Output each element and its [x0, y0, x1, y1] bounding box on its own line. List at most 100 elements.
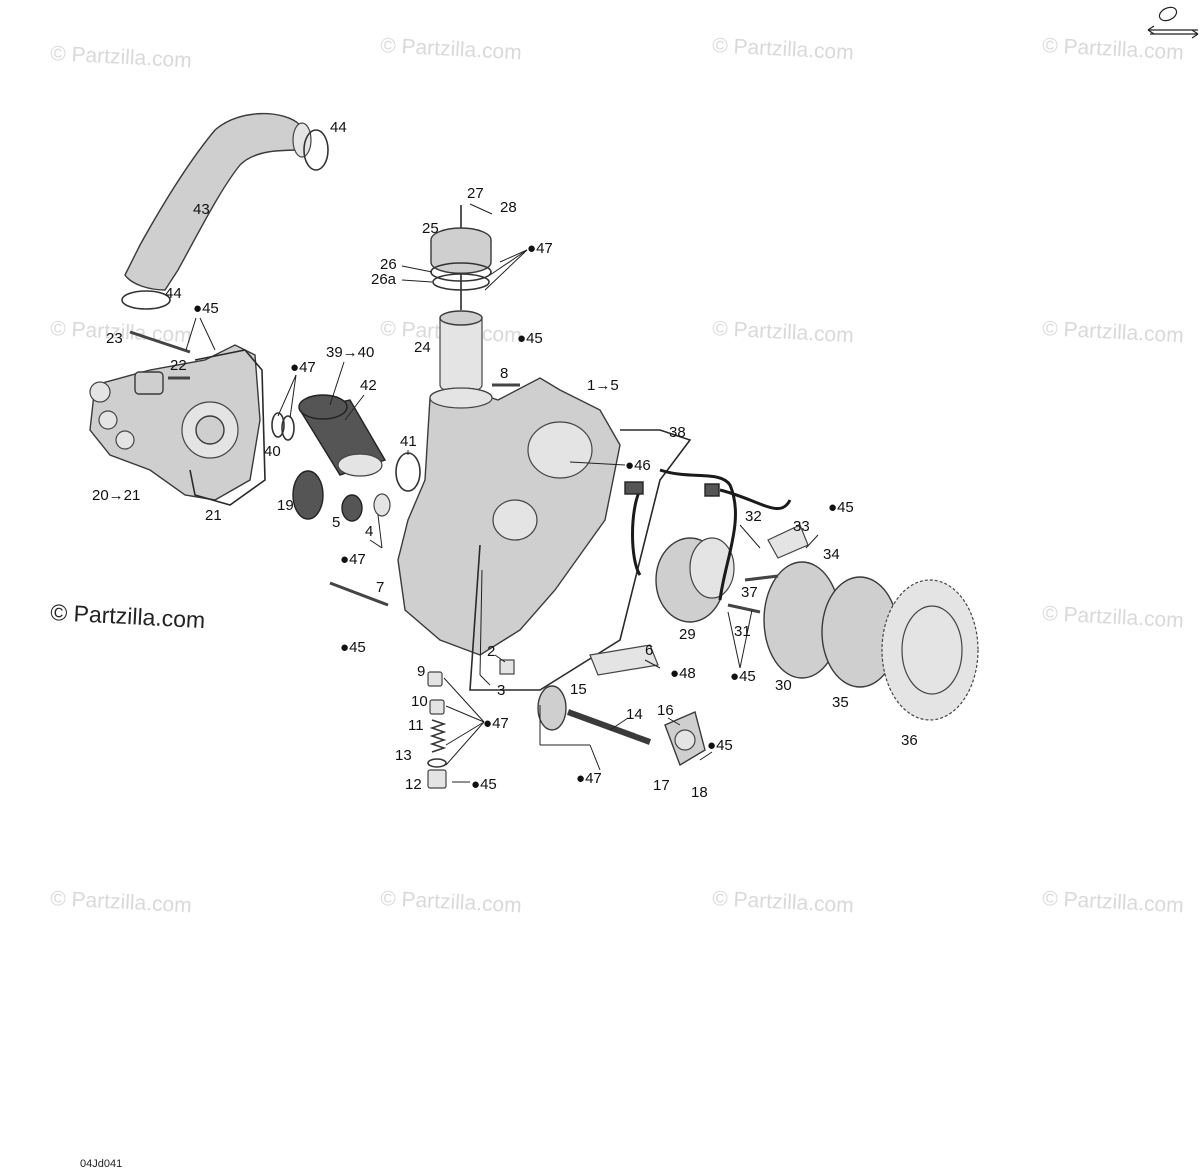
- callout-1-5: 1→5: [587, 377, 619, 394]
- pump-port: [89, 381, 111, 403]
- wiring-harness: [631, 468, 792, 601]
- callout-37: 37: [741, 584, 758, 601]
- callout-5: 5: [332, 514, 340, 531]
- oil-drop-icon: ●: [517, 330, 526, 347]
- callout-32: 32: [745, 508, 762, 525]
- watermark: © Partzilla.com: [1042, 887, 1185, 917]
- oil-drop-icon: ●: [340, 551, 349, 568]
- oil-drop-icon: ●: [707, 737, 716, 754]
- sleeve-end: [337, 453, 383, 477]
- oil-drop-icon: ●: [340, 639, 349, 656]
- hose-end: [292, 122, 312, 158]
- callout-47: ●47: [527, 240, 553, 257]
- callout-23: 23: [106, 330, 123, 347]
- callout-45: ●45: [707, 737, 733, 754]
- callout-24: 24: [414, 339, 431, 356]
- callout-21: 21: [205, 507, 222, 524]
- plug-9: [427, 671, 443, 687]
- callout-6: 6: [645, 642, 653, 659]
- callout-45: ●45: [340, 639, 366, 656]
- callout-12: 12: [405, 776, 422, 793]
- callout-36: 36: [901, 732, 918, 749]
- callout-43: 43: [193, 201, 210, 218]
- pump-outlet: [134, 371, 164, 395]
- callout-45: ●45: [193, 300, 219, 317]
- piston-10: [429, 699, 445, 715]
- oil-pump-shaft-14: [566, 709, 652, 745]
- filter-cover: [430, 240, 492, 274]
- callout-45: ●45: [471, 776, 497, 793]
- callout-47: ●47: [290, 359, 316, 376]
- watermark: © Partzilla.com: [712, 887, 855, 917]
- seal-5: [341, 494, 363, 522]
- plate-6: [589, 644, 659, 676]
- callout-42: 42: [360, 377, 377, 394]
- watermark: © Partzilla.com: [50, 42, 193, 72]
- coolant-hose: [124, 112, 306, 291]
- bolt-37: [744, 574, 779, 582]
- watermark: © Partzilla.com: [1042, 34, 1185, 64]
- callout-45: ●45: [828, 499, 854, 516]
- oil-drop-icon: ●: [527, 240, 536, 257]
- callout-44: 44: [330, 119, 347, 136]
- leader-lines: [185, 203, 819, 783]
- pump-gasket: [189, 349, 266, 506]
- ring-gear-hub: [901, 605, 963, 695]
- callout-34: 34: [823, 546, 840, 563]
- callout-35: 35: [832, 694, 849, 711]
- callout-3: 3: [497, 682, 505, 699]
- callout-7: 7: [376, 579, 384, 596]
- bolt-23: [129, 330, 191, 354]
- watermark: © Partzilla.com: [712, 317, 855, 347]
- orientation-arrow-icon: [1147, 6, 1199, 39]
- callout-26a: 26a: [371, 271, 397, 288]
- filter-bore: [429, 387, 493, 409]
- seal-4: [373, 493, 391, 517]
- callout-20-21: 20→21: [92, 487, 140, 504]
- watermark: © Partzilla.com: [712, 34, 855, 64]
- o-ring-41-icon: [395, 452, 421, 492]
- callout-18: 18: [691, 784, 708, 801]
- callout-48: ●48: [670, 665, 696, 682]
- callout-45: ●45: [730, 668, 756, 685]
- oil-drop-icon: ●: [576, 770, 585, 787]
- callout-9: 9: [417, 663, 425, 680]
- callout-47: ●47: [340, 551, 366, 568]
- callout-28: 28: [500, 199, 517, 216]
- callout-40: 40: [264, 443, 281, 460]
- washer-13: [427, 758, 447, 768]
- callout-13: 13: [395, 747, 412, 764]
- callout-38: 38: [669, 424, 686, 441]
- callout-16: 16: [657, 702, 674, 719]
- plug-12: [427, 769, 447, 789]
- bolt-31: [727, 603, 761, 614]
- oil-filter-top: [439, 310, 483, 326]
- callout-39-40: 39→40: [326, 344, 374, 361]
- bracket-33: [767, 524, 809, 559]
- oil-drop-icon: ●: [625, 457, 634, 474]
- oil-drop-icon: ●: [828, 499, 837, 516]
- callout-47: ●47: [576, 770, 602, 787]
- callout-26: 26: [380, 256, 397, 273]
- oil-filter: [439, 317, 483, 394]
- callout-11: 11: [408, 717, 424, 734]
- watermark: © Partzilla.com: [1042, 317, 1185, 347]
- pump-impeller-hub: [195, 415, 225, 445]
- callout-45: ●45: [517, 330, 543, 347]
- oil-drop-icon: ●: [471, 776, 480, 793]
- plug-2: [499, 659, 515, 675]
- oil-drop-icon: ●: [290, 359, 299, 376]
- watermark: © Partzilla.com: [1042, 602, 1185, 632]
- callout-44: 44: [165, 285, 182, 302]
- o-ring-icon: [271, 412, 285, 438]
- spring-11: [429, 719, 447, 753]
- cover-boss: [492, 499, 538, 541]
- o-ring-26a-icon: [432, 273, 490, 291]
- drawing-code: 04Jd041: [80, 1158, 123, 1170]
- cover-boss: [527, 421, 593, 479]
- oil-drop-icon: ●: [193, 300, 202, 317]
- callout-2: 2: [487, 643, 495, 660]
- impeller: [292, 470, 324, 520]
- callout-29: 29: [679, 626, 696, 643]
